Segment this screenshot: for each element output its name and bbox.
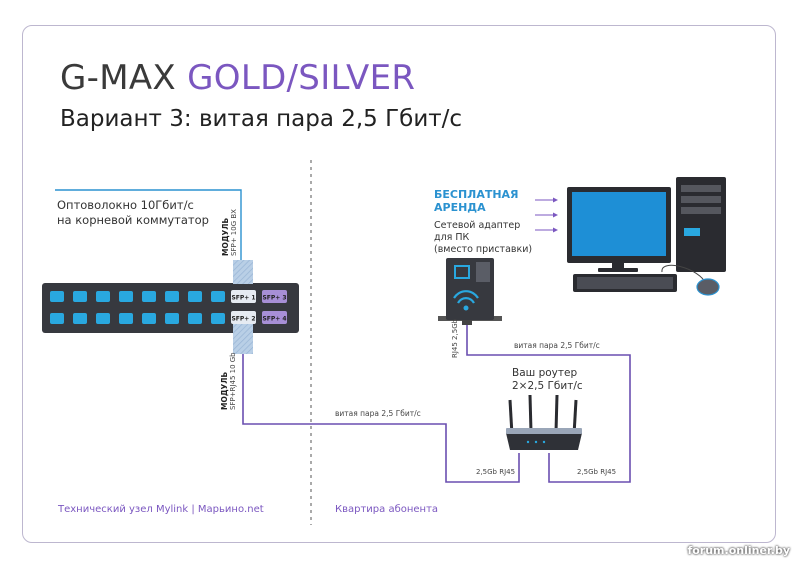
diagram-frame	[22, 25, 776, 543]
watermark: forum.onliner.by	[687, 544, 790, 557]
network-adapter-icon	[438, 258, 502, 325]
switch-body	[42, 283, 299, 333]
sfp-port-2	[231, 311, 256, 324]
cable-router-pc	[466, 322, 631, 483]
router-port-right: 2,5Gb RJ45	[577, 468, 617, 476]
adapter-label-line2: для ПК	[434, 232, 470, 243]
sfp-module-bottom	[233, 324, 253, 354]
sfp-port-1	[231, 290, 256, 303]
sfp-port-4	[262, 311, 287, 324]
free-rental-label: БЕСПЛАТНАЯ АРЕНДА	[434, 188, 519, 214]
router-label-line1: Ваш роутер	[512, 367, 578, 379]
page-title: G-MAX GOLD/SILVER	[60, 58, 415, 98]
sfp-port-2-label: SFP+ 2	[231, 316, 255, 323]
adapter-port-label: RJ45 2,5Gb	[451, 318, 459, 358]
cable-label-left: витая пара 2,5 Гбит/с	[335, 409, 421, 418]
adapter-label: Сетевой адаптер для ПК (вместо приставки…	[434, 220, 532, 256]
sfp-module-top	[233, 260, 253, 284]
sfp-port-1-label: SFP+ 1	[231, 295, 255, 302]
adapter-label-line3: (вместо приставки)	[434, 244, 533, 255]
sfp-port-4-label: SFP+ 4	[262, 316, 286, 323]
fiber-line	[55, 189, 242, 260]
module-top-label: МОДУЛЬ SFP+ 10G BX	[221, 209, 238, 256]
module-bottom-sub: SFP+RJ45 10 Gb	[229, 352, 237, 410]
keyboard-icon	[573, 274, 677, 292]
cable-switch-router	[242, 354, 520, 483]
switch-ports	[50, 291, 225, 324]
mouse-icon	[696, 278, 720, 296]
sfp-port-3-label: SFP+ 3	[262, 295, 286, 302]
monitor-icon	[567, 187, 671, 272]
sfp-port-3	[262, 290, 287, 303]
router-label-line2: 2×2,5 Гбит/с	[512, 380, 583, 392]
module-top-sub: SFP+ 10G BX	[230, 209, 238, 256]
module-bottom-label: МОДУЛЬ SFP+RJ45 10 Gb	[220, 352, 237, 410]
footer-right: Квартира абонента	[335, 504, 439, 515]
footer-left: Технический узел Mylink | Марьино.net	[58, 504, 264, 515]
fiber-label-line1: Оптоволокно 10Гбит/с	[57, 198, 194, 212]
cable-label-right: витая пара 2,5 Гбит/с	[514, 341, 600, 350]
fiber-label: Оптоволокно 10Гбит/с на корневой коммута…	[57, 198, 209, 228]
module-bottom-title: МОДУЛЬ	[220, 371, 229, 410]
module-top-title: МОДУЛЬ	[221, 217, 230, 256]
router-label: Ваш роутер 2×2,5 Гбит/с	[512, 367, 583, 393]
router-icon	[506, 394, 582, 450]
pc-tower-icon	[676, 177, 726, 272]
free-rental-line2: АРЕНДА	[434, 201, 486, 214]
router-port-left: 2,5Gb RJ45	[476, 468, 516, 476]
adapter-label-line1: Сетевой адаптер	[434, 220, 521, 231]
free-rental-line1: БЕСПЛАТНАЯ	[434, 188, 519, 201]
title-product: GOLD/SILVER	[187, 58, 416, 98]
page-subtitle: Вариант 3: витая пара 2,5 Гбит/с	[60, 106, 463, 132]
fiber-label-line2: на корневой коммутатор	[57, 213, 209, 227]
title-brand: G-MAX	[60, 58, 177, 98]
